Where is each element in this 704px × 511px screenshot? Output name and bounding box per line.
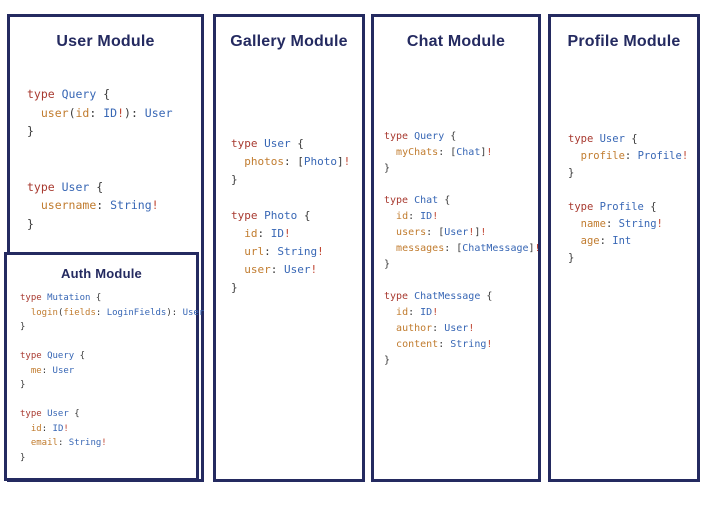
code-line: type Profile { (568, 201, 657, 213)
code-line (27, 159, 173, 178)
code-line: type Chat { (384, 195, 451, 206)
code-line: me: User (30, 365, 75, 376)
profile-module-title: Profile Module (567, 33, 681, 50)
code-line (231, 189, 350, 207)
auth-module-panel: Auth Module type Mutation { login(fields… (4, 252, 204, 481)
code-line (20, 335, 204, 350)
gallery-module-code: type User { photos: [Photo]!} type Photo… (231, 135, 350, 297)
code-line: } (20, 380, 26, 390)
auth-module-code: type Mutation { login(fields: LoginField… (20, 291, 204, 465)
code-line (27, 141, 173, 160)
code-line: } (20, 452, 26, 463)
code-line: username: String! (40, 198, 159, 212)
code-line: age: Int (580, 235, 632, 247)
auth-module-title: Auth Module (61, 266, 142, 281)
chat-module-code: type Query { myChats: [Chat]!} type Chat… (384, 129, 541, 369)
code-line: } (384, 355, 391, 366)
code-line: content: String! (396, 339, 493, 350)
code-line: name: String! (580, 218, 663, 230)
code-line: type ChatMessage { (384, 291, 493, 302)
code-line: id: ID! (396, 211, 439, 222)
code-line (568, 182, 688, 199)
profile-module-code: type User { profile: Profile!} type Prof… (568, 131, 688, 267)
code-line: } (231, 173, 238, 186)
code-line: id: ID! (244, 227, 291, 240)
code-line: } (20, 322, 26, 332)
code-line: users: [User!]! (396, 227, 487, 238)
code-line: type Query { (27, 87, 111, 101)
code-line: user: User! (244, 263, 318, 276)
chat-module-title: Chat Module (406, 33, 506, 50)
code-line (384, 177, 541, 193)
code-line: type User { (20, 409, 80, 419)
code-line: } (384, 163, 391, 174)
code-line: profile: Profile! (580, 150, 689, 162)
code-line: url: String! (244, 245, 324, 258)
code-line: type Photo { (231, 209, 311, 222)
code-line: myChats: [Chat]! (396, 147, 493, 158)
code-line: } (568, 252, 575, 264)
code-line: type User { (231, 137, 304, 150)
code-line: } (384, 259, 391, 270)
chat-module-panel: Chat Module type Query { myChats: [Chat]… (371, 14, 541, 482)
code-line: } (231, 281, 238, 294)
code-line: type Query { (20, 351, 86, 361)
code-line: id: ID! (30, 423, 69, 434)
user-module-title: User Module (56, 33, 155, 50)
code-line: photos: [Photo]! (244, 155, 351, 168)
code-line (20, 393, 204, 408)
code-line: user(id: ID!): User (40, 105, 173, 120)
code-line: } (568, 167, 575, 179)
code-line: type Mutation { (20, 293, 102, 303)
code-line: author: User! (396, 323, 475, 334)
code-line (384, 273, 541, 289)
code-line: } (27, 124, 34, 138)
code-line: type User { (568, 133, 638, 145)
gallery-module-panel: Gallery Module type User { photos: [Phot… (213, 14, 365, 482)
code-line: messages: [ChatMessage]! (396, 243, 541, 254)
gallery-module-title: Gallery Module (230, 33, 348, 50)
user-module-code: type Query { user(id: ID!): User} type U… (27, 85, 173, 233)
code-line: login(fields: LoginFields): User (30, 307, 205, 318)
code-line: email: String! (30, 438, 107, 448)
code-line: } (27, 216, 34, 231)
profile-module-panel: Profile Module type User { profile: Prof… (548, 14, 700, 482)
code-line: type Query { (384, 131, 457, 142)
code-line: id: ID! (396, 307, 439, 318)
code-line: type User { (27, 179, 104, 194)
